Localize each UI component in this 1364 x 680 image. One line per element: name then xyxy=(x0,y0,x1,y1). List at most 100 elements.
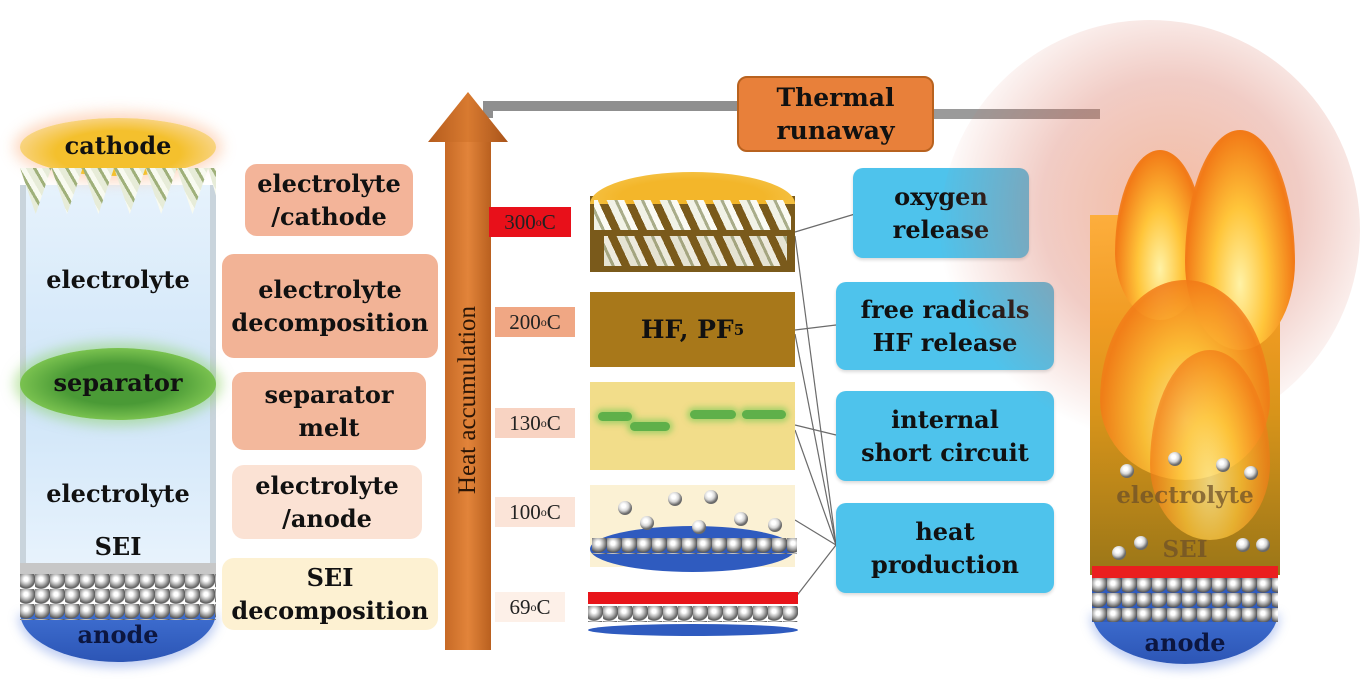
separator-fragment-icon xyxy=(690,410,736,419)
reaction-line2: /cathode xyxy=(271,202,387,231)
burning-sei-label: SEI xyxy=(1162,536,1208,563)
link-130-short xyxy=(794,424,837,436)
temp-unit: C xyxy=(546,499,561,524)
particle-icon xyxy=(1256,538,1270,552)
reaction-line1: electrolyte xyxy=(255,471,399,500)
reaction-line2: melt xyxy=(298,413,360,442)
lithium-particles-icon xyxy=(1092,578,1278,622)
flame-icon xyxy=(1150,350,1270,540)
pf-subscript: 5 xyxy=(733,320,745,339)
sei-plate xyxy=(20,563,216,577)
particle-icon xyxy=(1120,464,1134,478)
layer-69-sei xyxy=(588,592,798,604)
reaction-box: electrolyte/cathode xyxy=(245,164,413,236)
temp-unit: C xyxy=(541,209,556,234)
reaction-line1: separator xyxy=(264,380,394,409)
thermal-runaway-line1: Thermal xyxy=(776,83,895,112)
link-200-heat xyxy=(794,333,837,546)
degree-symbol: o xyxy=(540,314,547,329)
burning-electrolyte-label: electrolyte xyxy=(1116,482,1254,509)
particle-icon xyxy=(1112,546,1126,560)
temp-unit: C xyxy=(546,309,561,334)
particle-icon xyxy=(618,501,632,515)
particle-icon xyxy=(734,512,748,526)
cathode-label: cathode xyxy=(64,131,172,160)
runaway-connector xyxy=(483,101,740,118)
temp-value: 200 xyxy=(509,309,541,334)
separator-fragment-icon xyxy=(742,410,786,419)
particle-icon xyxy=(668,492,682,506)
separator-fragment-icon xyxy=(630,422,670,431)
layer-69-anode-base xyxy=(588,624,798,636)
temp-unit: C xyxy=(536,594,551,619)
reaction-box: electrolyte/anode xyxy=(232,465,422,539)
product-box: internal short circuit xyxy=(836,391,1054,481)
reaction-line1: electrolyte xyxy=(257,169,401,198)
degree-symbol: o xyxy=(535,214,542,229)
temp-value: 69 xyxy=(509,594,531,619)
reaction-line1: electrolyte xyxy=(258,275,402,304)
sei-label: SEI xyxy=(94,532,142,561)
product-line1: heat xyxy=(915,517,975,546)
particle-icon xyxy=(1216,458,1230,472)
link-130-heat xyxy=(794,429,837,546)
burning-anode-label: anode xyxy=(1144,628,1226,657)
reaction-line2: decomposition xyxy=(231,308,429,337)
reaction-line2: decomposition xyxy=(231,596,429,625)
particle-icon xyxy=(704,490,718,504)
particle-icon xyxy=(692,520,706,534)
temp-value: 100 xyxy=(509,499,541,524)
particle-icon xyxy=(1168,452,1182,466)
electrolyte-bottom-label: electrolyte xyxy=(46,479,190,508)
separator-label: separator xyxy=(53,368,183,397)
degree-symbol: o xyxy=(530,599,537,614)
reaction-box: electrolyte decomposition xyxy=(222,254,438,358)
cathode-crystal-icon xyxy=(594,200,791,230)
hf-pf-label: HF, PF xyxy=(640,315,734,344)
temp-value: 300 xyxy=(504,209,536,234)
degree-symbol: o xyxy=(540,415,547,430)
link-300-oxygen xyxy=(794,213,856,233)
particle-icon xyxy=(1244,466,1258,480)
lithium-particles-icon xyxy=(20,574,216,620)
heat-accumulation-label: Heat accumulation xyxy=(454,305,481,495)
lithium-particles-icon xyxy=(588,606,798,622)
reaction-line1: SEI xyxy=(306,563,354,592)
reaction-box: separator melt xyxy=(232,372,426,450)
link-300-heat xyxy=(794,235,837,546)
lithium-particles-icon xyxy=(592,538,797,554)
particle-icon xyxy=(1236,538,1250,552)
degree-symbol: o xyxy=(540,504,547,519)
oxygen-crystal-icon xyxy=(604,236,787,266)
electrolyte-top-label: electrolyte xyxy=(46,265,190,294)
layer-130-separator xyxy=(590,382,795,470)
particle-icon xyxy=(768,518,782,532)
particle-icon xyxy=(1134,536,1148,550)
separator-fragment-icon xyxy=(598,412,632,421)
product-box: heat production xyxy=(836,503,1054,593)
temp-value: 130 xyxy=(509,410,541,435)
reaction-box: SEI decomposition xyxy=(222,558,438,630)
product-line2: production xyxy=(871,550,1019,579)
product-line2: short circuit xyxy=(861,438,1029,467)
link-100-heat xyxy=(794,519,837,546)
separator-layer xyxy=(20,348,216,420)
link-69-heat xyxy=(794,544,837,599)
reaction-line2: /anode xyxy=(282,504,372,533)
burning-sei-layer xyxy=(1092,566,1278,578)
temp-unit: C xyxy=(546,410,561,435)
anode-label: anode xyxy=(77,620,159,649)
product-line1: internal xyxy=(891,405,999,434)
cathode-layer xyxy=(20,118,216,176)
link-200-radicals xyxy=(794,324,837,331)
thermal-runaway-line2: runaway xyxy=(776,116,895,145)
thermal-runaway-box: Thermal runaway xyxy=(737,76,934,152)
heat-arrow-shaft xyxy=(445,138,491,650)
particle-icon xyxy=(640,516,654,530)
